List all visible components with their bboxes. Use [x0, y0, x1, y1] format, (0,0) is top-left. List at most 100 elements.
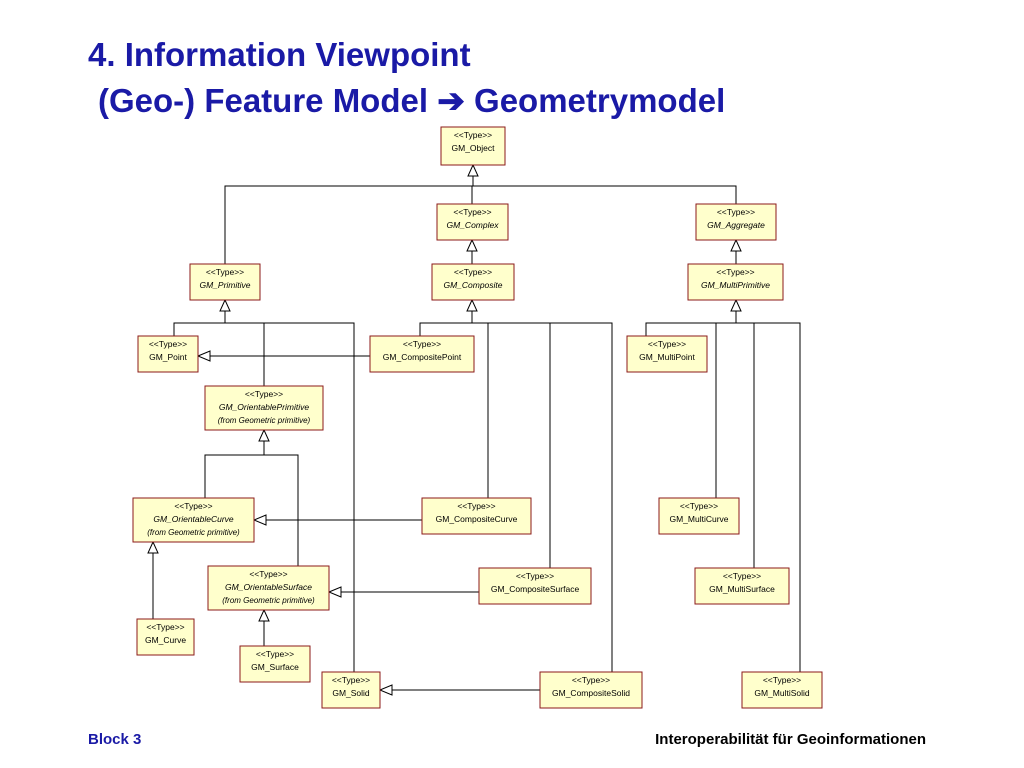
class-box-multipoint[interactable]: <<Type>> GM_MultiPoint — [626, 335, 708, 373]
class-stereotype: <<Type>> — [457, 501, 495, 511]
class-name: GM_CompositeSolid — [552, 688, 630, 698]
class-box-frame — [741, 671, 823, 709]
class-stereotype: <<Type>> — [249, 569, 287, 579]
class-nodes: <<Type>>GM_Object<<Type>>GM_Complex<<Typ… — [132, 126, 823, 709]
class-name: GM_Object — [452, 143, 496, 153]
generalization-edges — [147, 163, 801, 696]
class-box-composite[interactable]: <<Type>>GM_Composite — [431, 263, 515, 301]
class-stereotype: <<Type>> — [245, 389, 283, 399]
class-box-frame — [658, 497, 740, 535]
class-box-frame — [687, 263, 784, 301]
class-box-frame — [136, 618, 195, 656]
generalization-arrow-orientcurve — [147, 540, 159, 554]
class-box-frame — [132, 497, 255, 543]
class-box-curve[interactable]: <<Type>> GM_Curve — [136, 618, 195, 656]
class-name: GM_CompositeSurface — [491, 584, 580, 594]
edge-orientprim-bar — [204, 454, 299, 566]
class-stereotype: <<Type>> — [146, 622, 184, 632]
footer-course-title: Interoperabilität für Geoinformationen — [655, 731, 926, 748]
class-package-note: (from Geometric primitive) — [147, 528, 240, 537]
class-stereotype: <<Type>> — [256, 649, 294, 659]
class-box-point[interactable]: <<Type>> GM_Point — [137, 335, 199, 373]
generalization-arrow-orientsurf — [258, 608, 270, 622]
footer-block-label: Block 3 — [88, 731, 142, 748]
class-name: GM_Complex — [447, 220, 500, 230]
class-box-multisolid[interactable]: <<Type>>GM_MultiSolid — [741, 671, 823, 709]
class-stereotype: <<Type>> — [763, 675, 801, 685]
class-box-comppoint[interactable]: <<Type>> GM_CompositePoint — [369, 335, 475, 373]
class-stereotype: <<Type>> — [174, 501, 212, 511]
generalization-arrow-primitive — [219, 298, 231, 312]
class-box-frame — [539, 671, 643, 709]
class-box-multicurve[interactable]: <<Type>> GM_MultiCurve — [658, 497, 740, 535]
class-name: GM_Surface — [251, 662, 299, 672]
class-name: GM_OrientableCurve — [153, 514, 234, 524]
class-stereotype: <<Type>> — [723, 571, 761, 581]
class-box-surface[interactable]: <<Type>> GM_Surface — [239, 645, 311, 683]
class-box-frame — [436, 203, 509, 241]
class-box-frame — [695, 203, 777, 241]
edge-multiprim-bar — [645, 322, 801, 672]
class-box-complex[interactable]: <<Type>>GM_Complex — [436, 203, 509, 241]
class-stereotype: <<Type>> — [516, 571, 554, 581]
arrow-right-icon: ➔ — [437, 82, 465, 119]
class-box-compsurf[interactable]: <<Type>> GM_CompositeSurface — [478, 567, 592, 605]
class-stereotype: <<Type>> — [680, 501, 718, 511]
class-stereotype: <<Type>> — [206, 267, 244, 277]
class-box-aggregate[interactable]: <<Type>>GM_Aggregate — [695, 203, 777, 241]
generalization-arrow-multiprim — [730, 298, 742, 312]
page-title-line1: 4. Information Viewpoint — [88, 36, 471, 73]
generalization-arrow-aggregate — [730, 238, 742, 252]
class-name: GM_MultiSurface — [709, 584, 775, 594]
class-box-frame — [137, 335, 199, 373]
class-name: GM_MultiPrimitive — [701, 280, 770, 290]
class-box-compsolid[interactable]: <<Type>> GM_CompositeSolid — [539, 671, 643, 709]
page-title-line2: (Geo-) Feature Model ➔ Geometrymodel — [98, 84, 725, 117]
title-part2: Geometrymodel — [474, 82, 726, 119]
class-box-compcurve[interactable]: <<Type>> GM_CompositeCurve — [421, 497, 532, 535]
class-box-orientprim[interactable]: <<Type>> GM_OrientablePrimitive (from Geom… — [204, 385, 324, 431]
class-name: GM_MultiCurve — [669, 514, 728, 524]
generalization-arrow-complex — [466, 238, 478, 252]
class-box-frame — [694, 567, 790, 605]
class-box-frame — [421, 497, 532, 535]
class-stereotype: <<Type>> — [332, 675, 370, 685]
class-name: GM_Solid — [332, 688, 370, 698]
class-stereotype: <<Type>> — [403, 339, 441, 349]
class-box-frame — [369, 335, 475, 373]
class-box-obj[interactable]: <<Type>> GM_Object — [440, 126, 506, 166]
class-box-frame — [204, 385, 324, 431]
class-box-multisurf[interactable]: <<Type>> GM_MultiSurface — [694, 567, 790, 605]
class-name: GM_MultiPoint — [639, 352, 695, 362]
class-box-orientcurve[interactable]: <<Type>> GM_OrientableCurve (from Geometri… — [132, 497, 255, 543]
class-stereotype: <<Type>> — [648, 339, 686, 349]
class-name: GM_OrientablePrimitive — [219, 402, 309, 412]
class-name: GM_CompositeCurve — [436, 514, 518, 524]
edge-object-bar — [224, 185, 737, 264]
class-box-frame — [440, 126, 506, 166]
generalization-arrow-orientcurve-h — [252, 514, 267, 526]
class-stereotype: <<Type>> — [454, 267, 492, 277]
class-name: GM_Point — [149, 352, 187, 362]
generalization-arrow-orientsurf-h — [327, 586, 342, 598]
class-stereotype: <<Type>> — [572, 675, 610, 685]
generalization-arrow-orientprim — [258, 428, 270, 442]
class-box-primitive[interactable]: <<Type>>GM_Primitive — [189, 263, 261, 301]
class-name: GM_CompositePoint — [383, 352, 462, 362]
generalization-arrow-point — [196, 350, 211, 362]
class-name: GM_Curve — [145, 635, 186, 645]
class-box-solid[interactable]: <<Type>> GM_Solid — [321, 671, 381, 709]
generalization-arrow-solid — [378, 684, 393, 696]
class-stereotype: <<Type>> — [454, 130, 492, 140]
class-box-frame — [626, 335, 708, 373]
class-stereotype: <<Type>> — [149, 339, 187, 349]
class-box-frame — [207, 565, 330, 611]
generalization-arrow-object — [467, 163, 479, 177]
class-box-orientsurf[interactable]: <<Type>>GM_OrientableSurface(from Geomet… — [207, 565, 330, 611]
class-package-note: (from Geometric primitive) — [218, 416, 311, 425]
class-box-multiprim[interactable]: <<Type>>GM_MultiPrimitive — [687, 263, 784, 301]
class-name: GM_OrientableSurface — [225, 582, 312, 592]
class-box-frame — [239, 645, 311, 683]
edge-composite-bar — [419, 322, 613, 672]
